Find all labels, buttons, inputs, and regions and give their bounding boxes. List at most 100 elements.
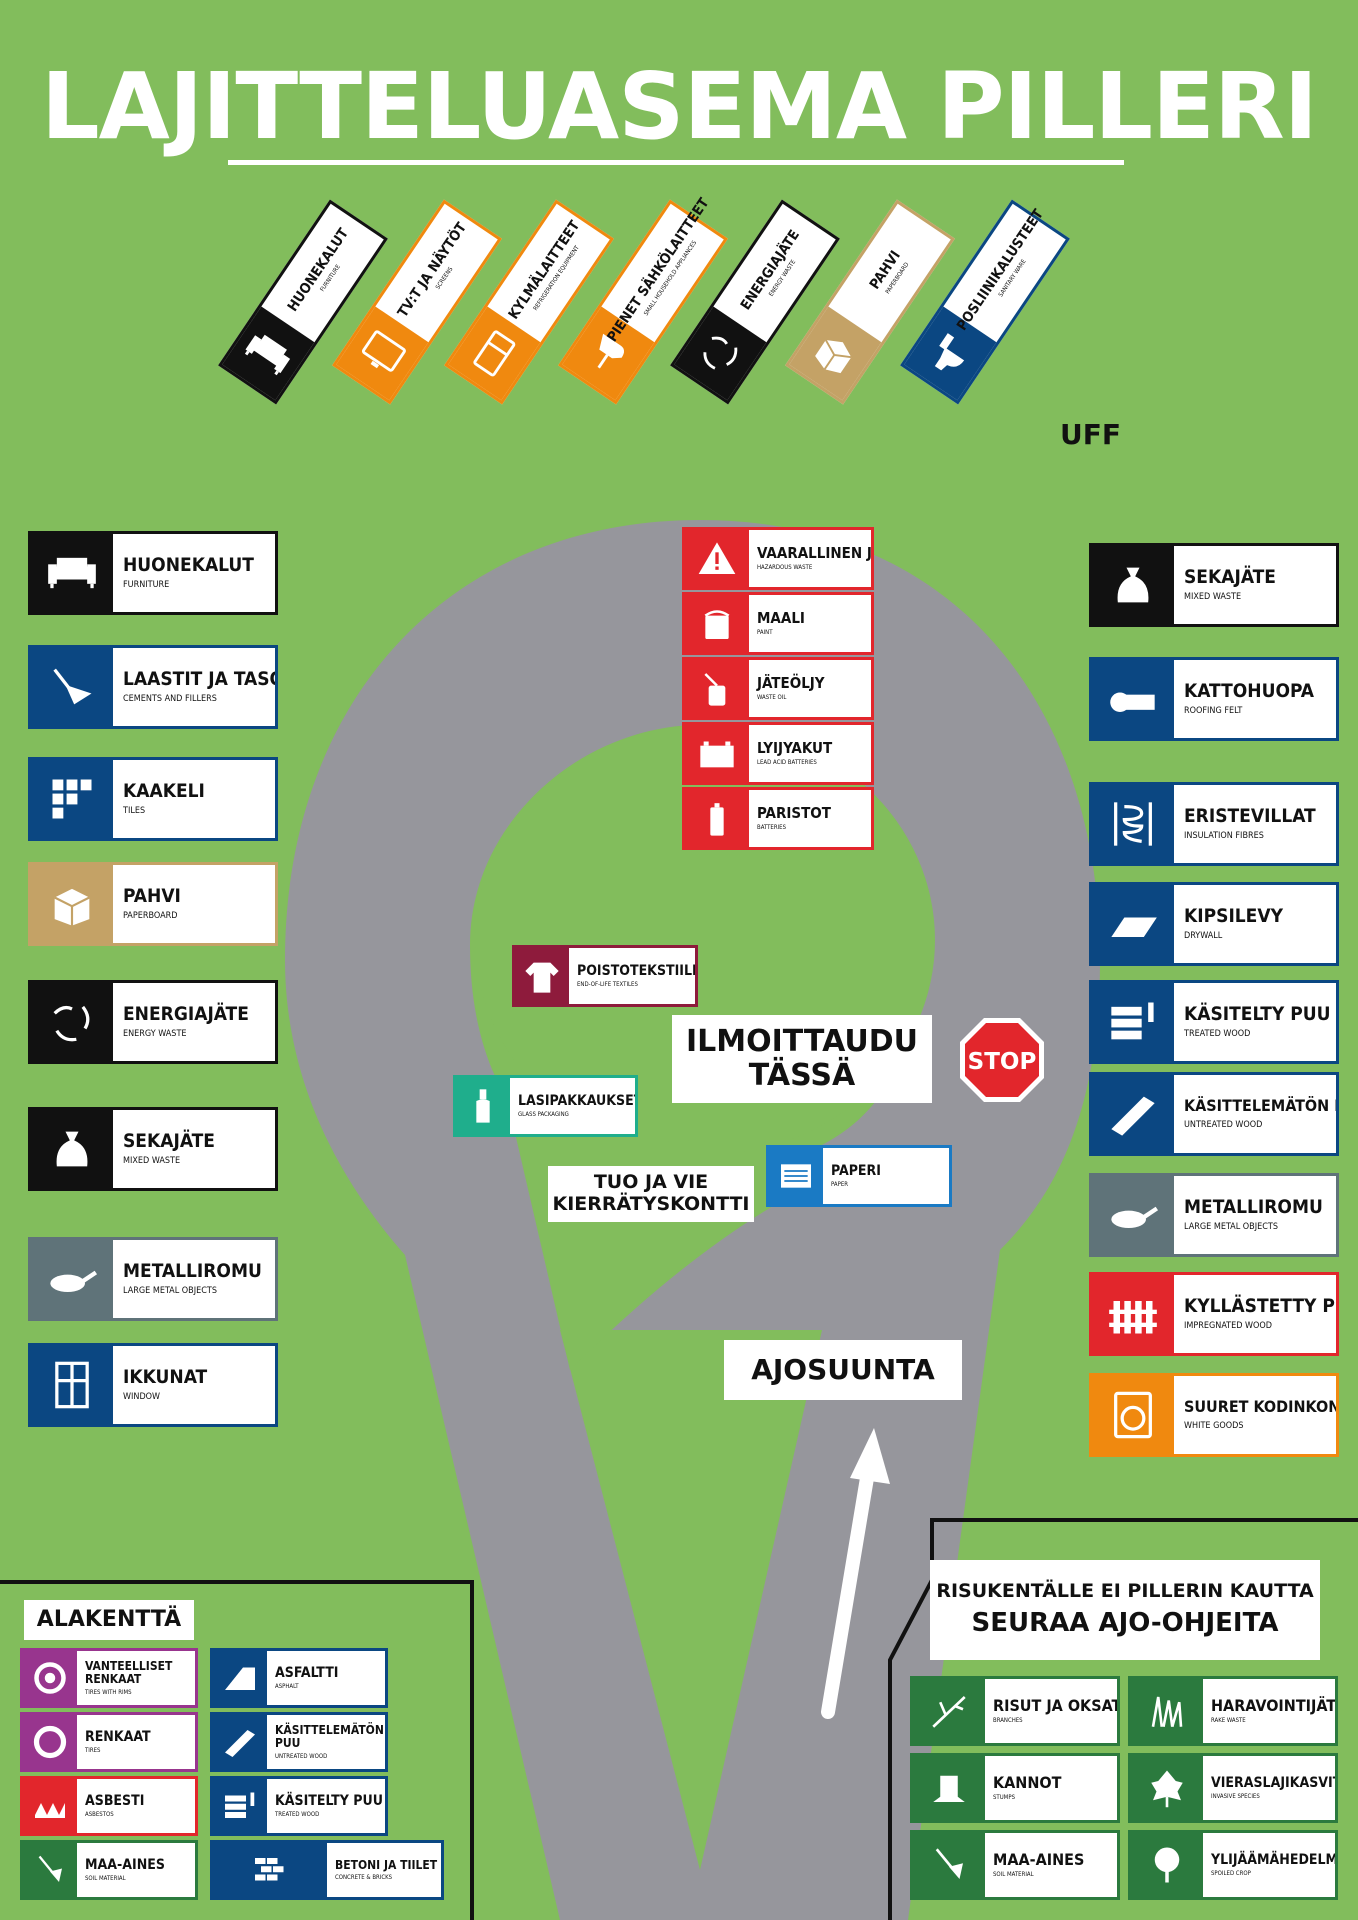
- fruit-tree-icon: [1154, 1847, 1180, 1883]
- sign-label: ENERGIAJÄTE: [123, 1002, 249, 1025]
- battery-icon: [710, 802, 724, 836]
- sign-label: JÄTEÖLJY: [757, 673, 825, 692]
- sign-sublabel: TREATED WOOD: [275, 1811, 320, 1819]
- lower-field-title: ALAKENTTÄ: [24, 1600, 194, 1640]
- toilet-icon: [934, 333, 965, 371]
- sign-sublabel: HAZARDOUS WASTE: [757, 564, 813, 572]
- treated-wood-icon: [225, 1792, 255, 1818]
- plank-icon: [225, 1730, 255, 1757]
- sign-label: IKKUNAT: [123, 1365, 208, 1388]
- register-line1: ILMOITTAUDU: [685, 1023, 918, 1059]
- oil-can-icon: [704, 672, 726, 706]
- sign-label: VANTEELLISET RENKAAT: [85, 1659, 173, 1686]
- stop-sign: STOP: [960, 1018, 1044, 1102]
- sign-label: HUONEKALUT: [123, 553, 254, 576]
- sign-sublabel: TIRES WITH RIMS: [85, 1688, 132, 1696]
- brush-line2: SEURAA AJO-OHJEITA: [971, 1607, 1279, 1638]
- sign-label: SUURET KODINKONEET: [1184, 1397, 1336, 1417]
- sign-label: VAARALLINEN JÄTE: [757, 543, 871, 562]
- sign-label: PAPERI: [831, 1162, 881, 1179]
- left-sign-1: HUONEKALUT FURNITURE: [28, 531, 278, 615]
- stump-icon: [933, 1775, 965, 1802]
- sign-label: SEKAJÄTE: [1184, 565, 1276, 588]
- right-sign-4: KIPSILEVY DRYWALL: [1089, 882, 1339, 966]
- brush-field-sign-6: YLIJÄÄMÄHEDELMÄTSPOILED CROP: [1128, 1830, 1338, 1900]
- sign-sublabel: DRYWALL: [1184, 931, 1223, 942]
- left-sign-2: LAASTIT JA TASOITTEETCEMENTS AND FILLERS: [28, 645, 278, 729]
- fence-icon: [1109, 1301, 1157, 1334]
- sign-sublabel: UNTREATED WOOD: [275, 1752, 328, 1760]
- sign-sublabel: LEAD ACID BATTERIES: [757, 759, 817, 767]
- sign-sublabel: FURNITURE: [123, 580, 170, 591]
- sign-sublabel: INVASIVE SPECIES: [1211, 1793, 1260, 1801]
- sign-label: LAASTIT JA TASOITTEET: [123, 667, 275, 690]
- left-sign-4: PAHVI PAPERBOARD: [28, 862, 278, 946]
- sign-label: LASIPAKKAUKSET: [518, 1092, 635, 1109]
- sign-sublabel: UNTREATED WOOD: [1184, 1119, 1263, 1130]
- right-sign-9: SUURET KODINKONEETWHITE GOODS: [1089, 1373, 1339, 1457]
- sign-sublabel: LARGE METAL OBJECTS: [123, 1286, 217, 1297]
- board-icon: [1111, 917, 1157, 937]
- bottle-icon: [476, 1089, 490, 1123]
- shirt-icon: [525, 962, 559, 993]
- sign-label: SEKAJÄTE: [123, 1129, 215, 1152]
- box-icon: [815, 339, 852, 374]
- sign-sublabel: WASTE OIL: [757, 694, 787, 702]
- sign-label: KÄSITTELEMÄTÖN PUU: [275, 1723, 384, 1750]
- window-icon: [55, 1361, 89, 1409]
- sign-label: VIERASLAJIKASVIT: [1211, 1774, 1335, 1791]
- uff-label: UFF: [1060, 418, 1121, 451]
- energy-arrows-icon: [53, 1005, 90, 1042]
- sign-sublabel: TIRES: [85, 1747, 101, 1755]
- grass-icon: [1151, 1696, 1183, 1728]
- trowel-icon: [53, 668, 92, 705]
- sign-label: PAHVI: [123, 884, 181, 907]
- lower-field-sign-1: VANTEELLISET RENKAAT TIRES WITH RIMS: [20, 1648, 198, 1708]
- sign-sublabel: PAINT: [757, 629, 773, 637]
- leaf-icon: [1151, 1770, 1183, 1808]
- page-title: LAJITTELUASEMA PILLERI: [41, 53, 1318, 160]
- shovel-icon: [38, 1855, 62, 1882]
- road-icon: [225, 1667, 255, 1690]
- hazard-sign-1: VAARALLINEN JÄTE HAZARDOUS WASTE: [682, 527, 874, 590]
- insulation-icon: [1114, 802, 1152, 846]
- sign-sublabel: PAPERBOARD: [123, 911, 178, 922]
- newspaper-icon: [781, 1164, 811, 1188]
- left-sign-8: IKKUNAT WINDOW: [28, 1343, 278, 1427]
- bring-banner: TUO JA VIE KIERRÄTYSKONTTI: [548, 1166, 754, 1222]
- sign-label: PARISTOT: [757, 803, 831, 822]
- sign-sublabel: WINDOW: [123, 1392, 161, 1403]
- sign-label: KYLLÄSTETTY PUU: [1184, 1294, 1336, 1317]
- sign-label: KIPSILEVY: [1184, 904, 1283, 927]
- sign-label: ASFALTTI: [275, 1664, 339, 1681]
- brush-line1: RISUKENTÄLLE EI PILLERIN KAUTTA: [936, 1580, 1314, 1603]
- stop-text: STOP: [968, 1049, 1037, 1075]
- pan-icon: [1111, 1206, 1159, 1228]
- sign-sublabel: MIXED WASTE: [123, 1156, 181, 1167]
- brush-field-banner: RISUKENTÄLLE EI PILLERIN KAUTTA SEURAA A…: [930, 1560, 1320, 1660]
- sign-sublabel: ROOFING FELT: [1184, 706, 1243, 717]
- pan-icon: [50, 1270, 98, 1292]
- sign-label: ASBESTI: [85, 1792, 145, 1809]
- lower-field-sign-4: KÄSITTELEMÄTÖN PUU UNTREATED WOOD: [210, 1712, 388, 1772]
- sign-sublabel: SPOILED CROP: [1211, 1870, 1251, 1878]
- sign-sublabel: RAKE WASTE: [1211, 1717, 1246, 1725]
